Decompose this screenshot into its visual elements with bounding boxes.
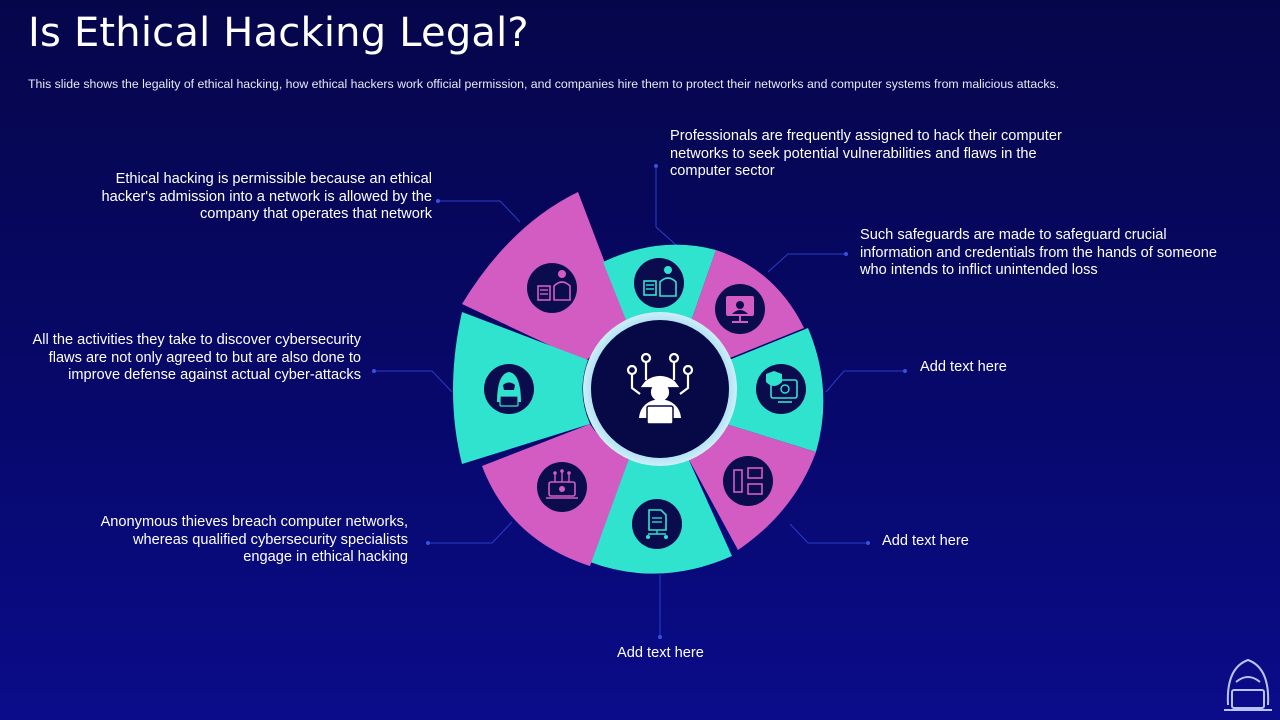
file-network-icon [632,499,682,549]
slide-subtitle: This slide shows the legality of ethical… [28,77,1060,91]
callout-safeguards: Such safeguards are made to safeguard cr… [860,227,1217,279]
callout-activities: All the activities they take to discover… [32,332,362,384]
callout-add-text-1: Add text here [920,359,1007,375]
callout-add-text-2: Add text here [882,533,969,549]
callout-permissible: Ethical hacking is permissible because a… [101,171,433,223]
connector-lines [372,164,907,639]
circuit-laptop-icon [537,462,587,512]
server-user-icon [527,263,577,313]
hacker-monitor-icon [715,284,765,334]
callout-thieves: Anonymous thieves breach computer networ… [100,514,408,566]
hooded-hacker-icon [484,364,534,414]
callout-professionals: Professionals are frequently assigned to… [670,128,1062,180]
document-user-icon [634,258,684,308]
slide-title: Is Ethical Hacking Legal? [28,10,529,56]
shield-computer-icon [756,364,806,414]
network-computers-icon [723,456,773,506]
segment-icons [484,258,806,549]
hacker-laptop-icon [626,352,694,425]
callout-add-text-3: Add text here [617,645,704,661]
corner-hooded-hacker-icon [1224,658,1272,711]
